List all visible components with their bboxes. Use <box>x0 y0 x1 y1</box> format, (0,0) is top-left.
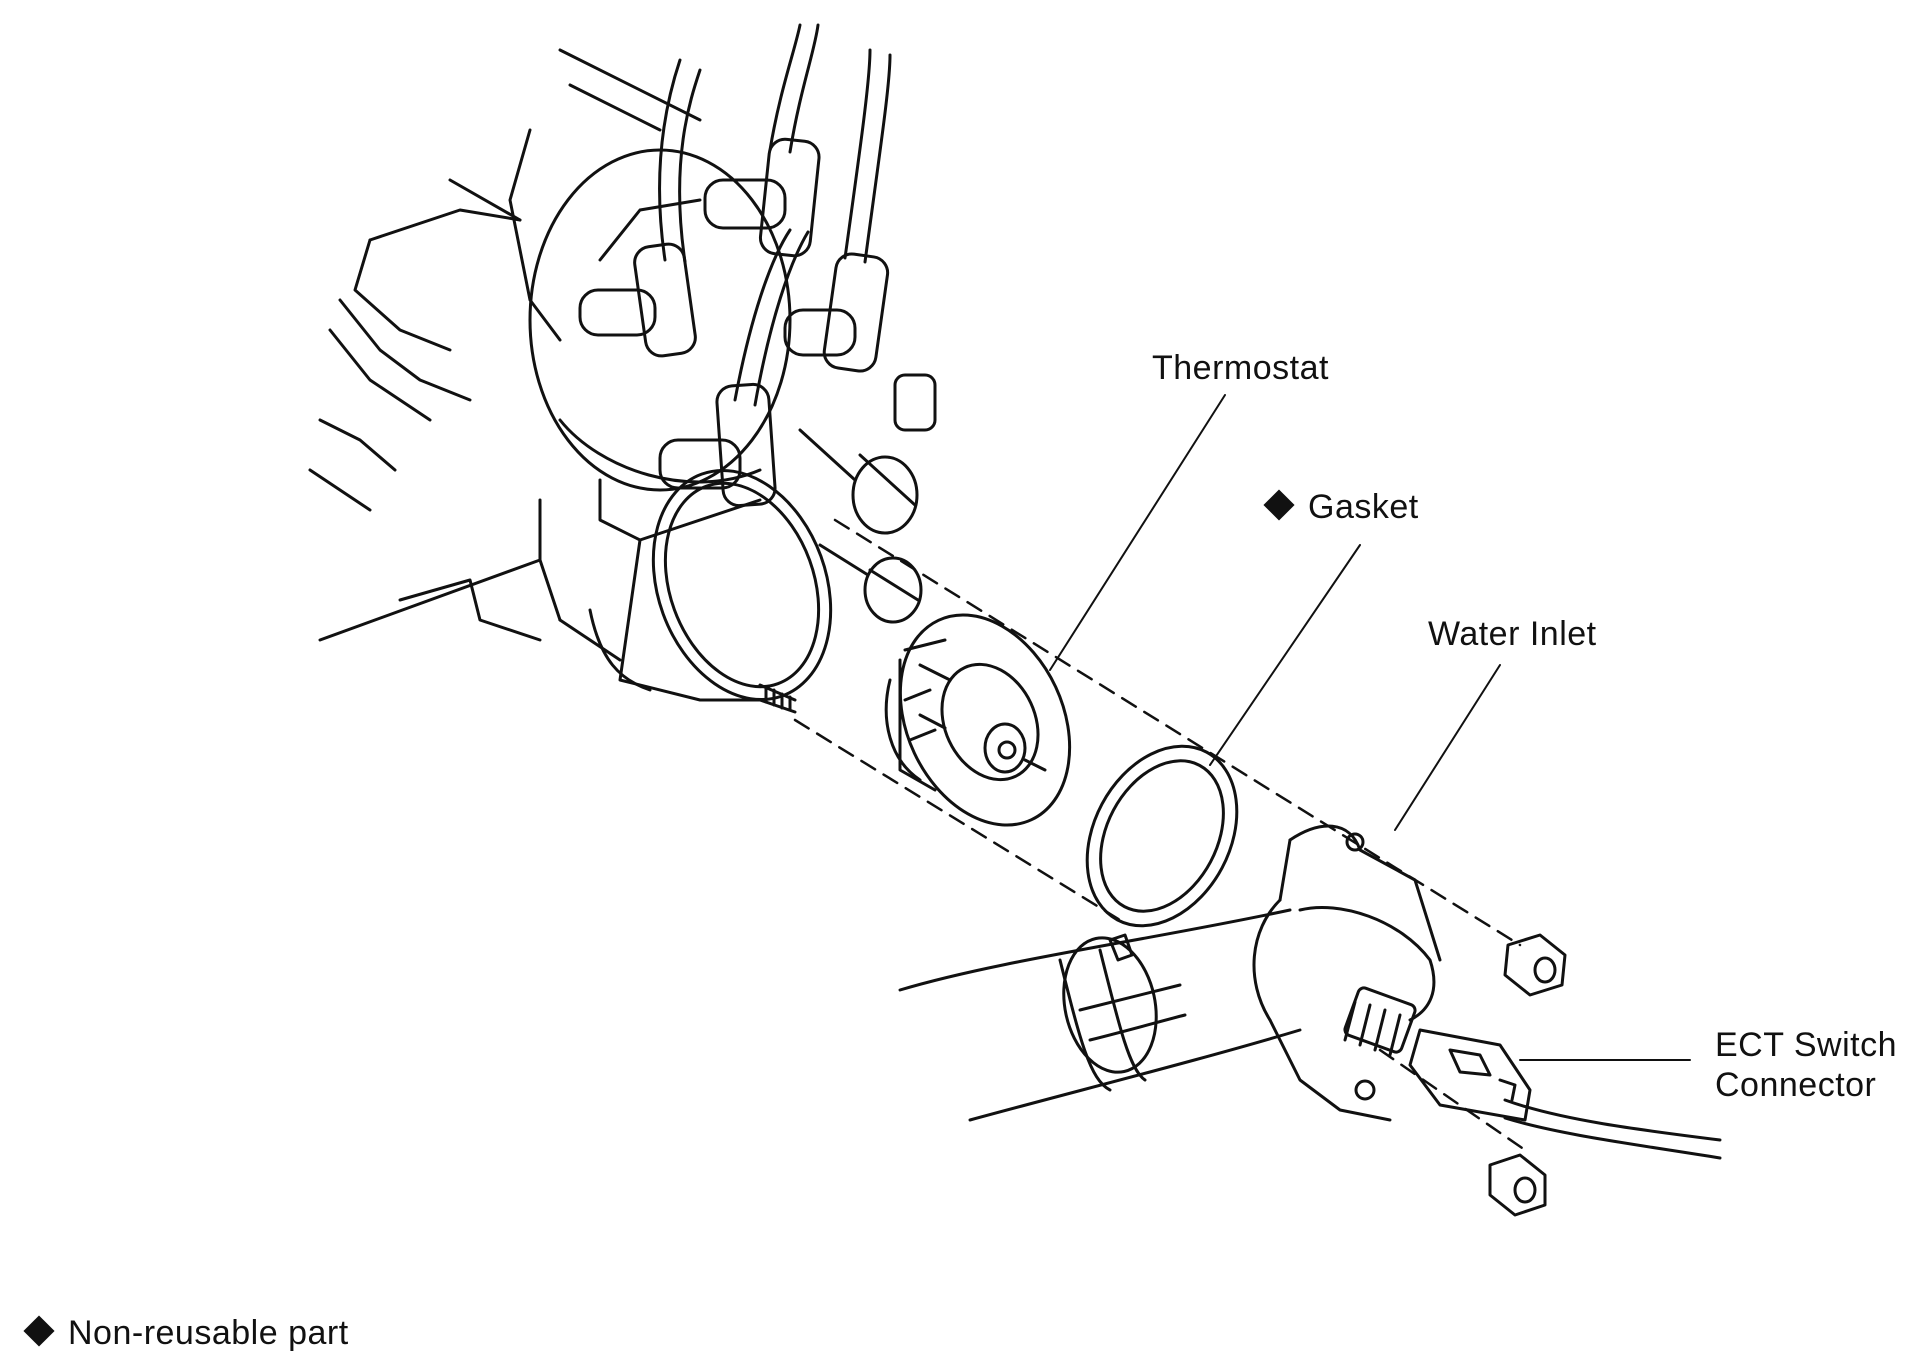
thermostat-housing <box>588 468 833 702</box>
diamond-icon <box>1263 489 1295 521</box>
radiator-hose <box>898 908 1302 1122</box>
engine-block <box>308 48 702 662</box>
spark-plug-wires <box>658 23 892 407</box>
water-inlet-leader <box>1394 664 1501 831</box>
stud <box>758 683 797 714</box>
water-inlet <box>1252 824 1442 1122</box>
leader-lines <box>1049 394 1691 1061</box>
ect-switch <box>1343 986 1417 1057</box>
plug-boots <box>578 137 937 508</box>
nut <box>1488 1153 1547 1217</box>
outlet-pipes <box>798 428 923 624</box>
thermostat-leader <box>1049 394 1226 671</box>
ect-connector <box>1408 1028 1722 1160</box>
legend-text: Non-reusable part <box>68 1314 349 1352</box>
legend: Non-reusable part <box>23 1313 349 1353</box>
water-inlet-label: Water Inlet <box>1428 615 1597 653</box>
diamond-icon <box>23 1315 55 1347</box>
gasket-label: Gasket <box>1263 487 1419 527</box>
ect-label-line2: Connector <box>1715 1066 1877 1104</box>
thermostat-label: Thermostat <box>1152 349 1329 387</box>
assembly-lines <box>793 518 1527 1152</box>
thermostat <box>884 613 1072 827</box>
ect-switch-connector-label: ECT Switch Connector <box>1715 1025 1897 1105</box>
nut <box>1503 933 1567 997</box>
hose-clamp <box>1058 933 1187 1092</box>
gasket <box>1085 744 1239 928</box>
gasket-leader <box>1209 544 1361 766</box>
ect-label-line1: ECT Switch <box>1715 1026 1897 1064</box>
gasket-label-text: Gasket <box>1308 488 1419 526</box>
